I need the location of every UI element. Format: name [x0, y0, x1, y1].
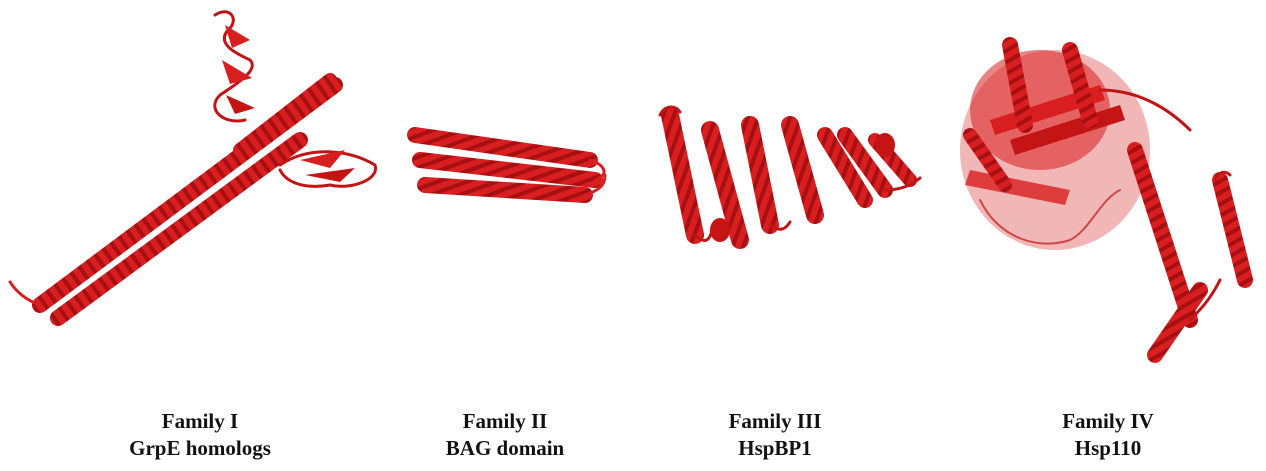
- protein-name: HspBP1: [635, 435, 915, 462]
- caption-family-3: Family III HspBP1: [635, 408, 915, 462]
- panel-family-3: Family III HspBP1: [650, 0, 930, 471]
- caption-family-4: Family IV Hsp110: [950, 408, 1266, 462]
- family-label: Family I: [0, 408, 400, 435]
- family-label: Family II: [405, 408, 605, 435]
- protein-name: Hsp110: [950, 435, 1266, 462]
- hsp110-structure-image: [950, 0, 1266, 400]
- caption-family-2: Family II BAG domain: [405, 408, 605, 462]
- hspbp1-structure-image: [650, 0, 930, 400]
- panel-family-2: Family II BAG domain: [405, 0, 605, 471]
- bag-domain-structure-image: [405, 0, 615, 400]
- panel-family-1: Family I GrpE homologs: [0, 0, 400, 471]
- family-label: Family IV: [950, 408, 1266, 435]
- caption-family-1: Family I GrpE homologs: [0, 408, 400, 462]
- panel-family-4: Family IV Hsp110: [950, 0, 1266, 471]
- protein-name: GrpE homologs: [0, 435, 400, 462]
- protein-name: BAG domain: [405, 435, 605, 462]
- grpe-structure-image: [0, 0, 400, 400]
- family-label: Family III: [635, 408, 915, 435]
